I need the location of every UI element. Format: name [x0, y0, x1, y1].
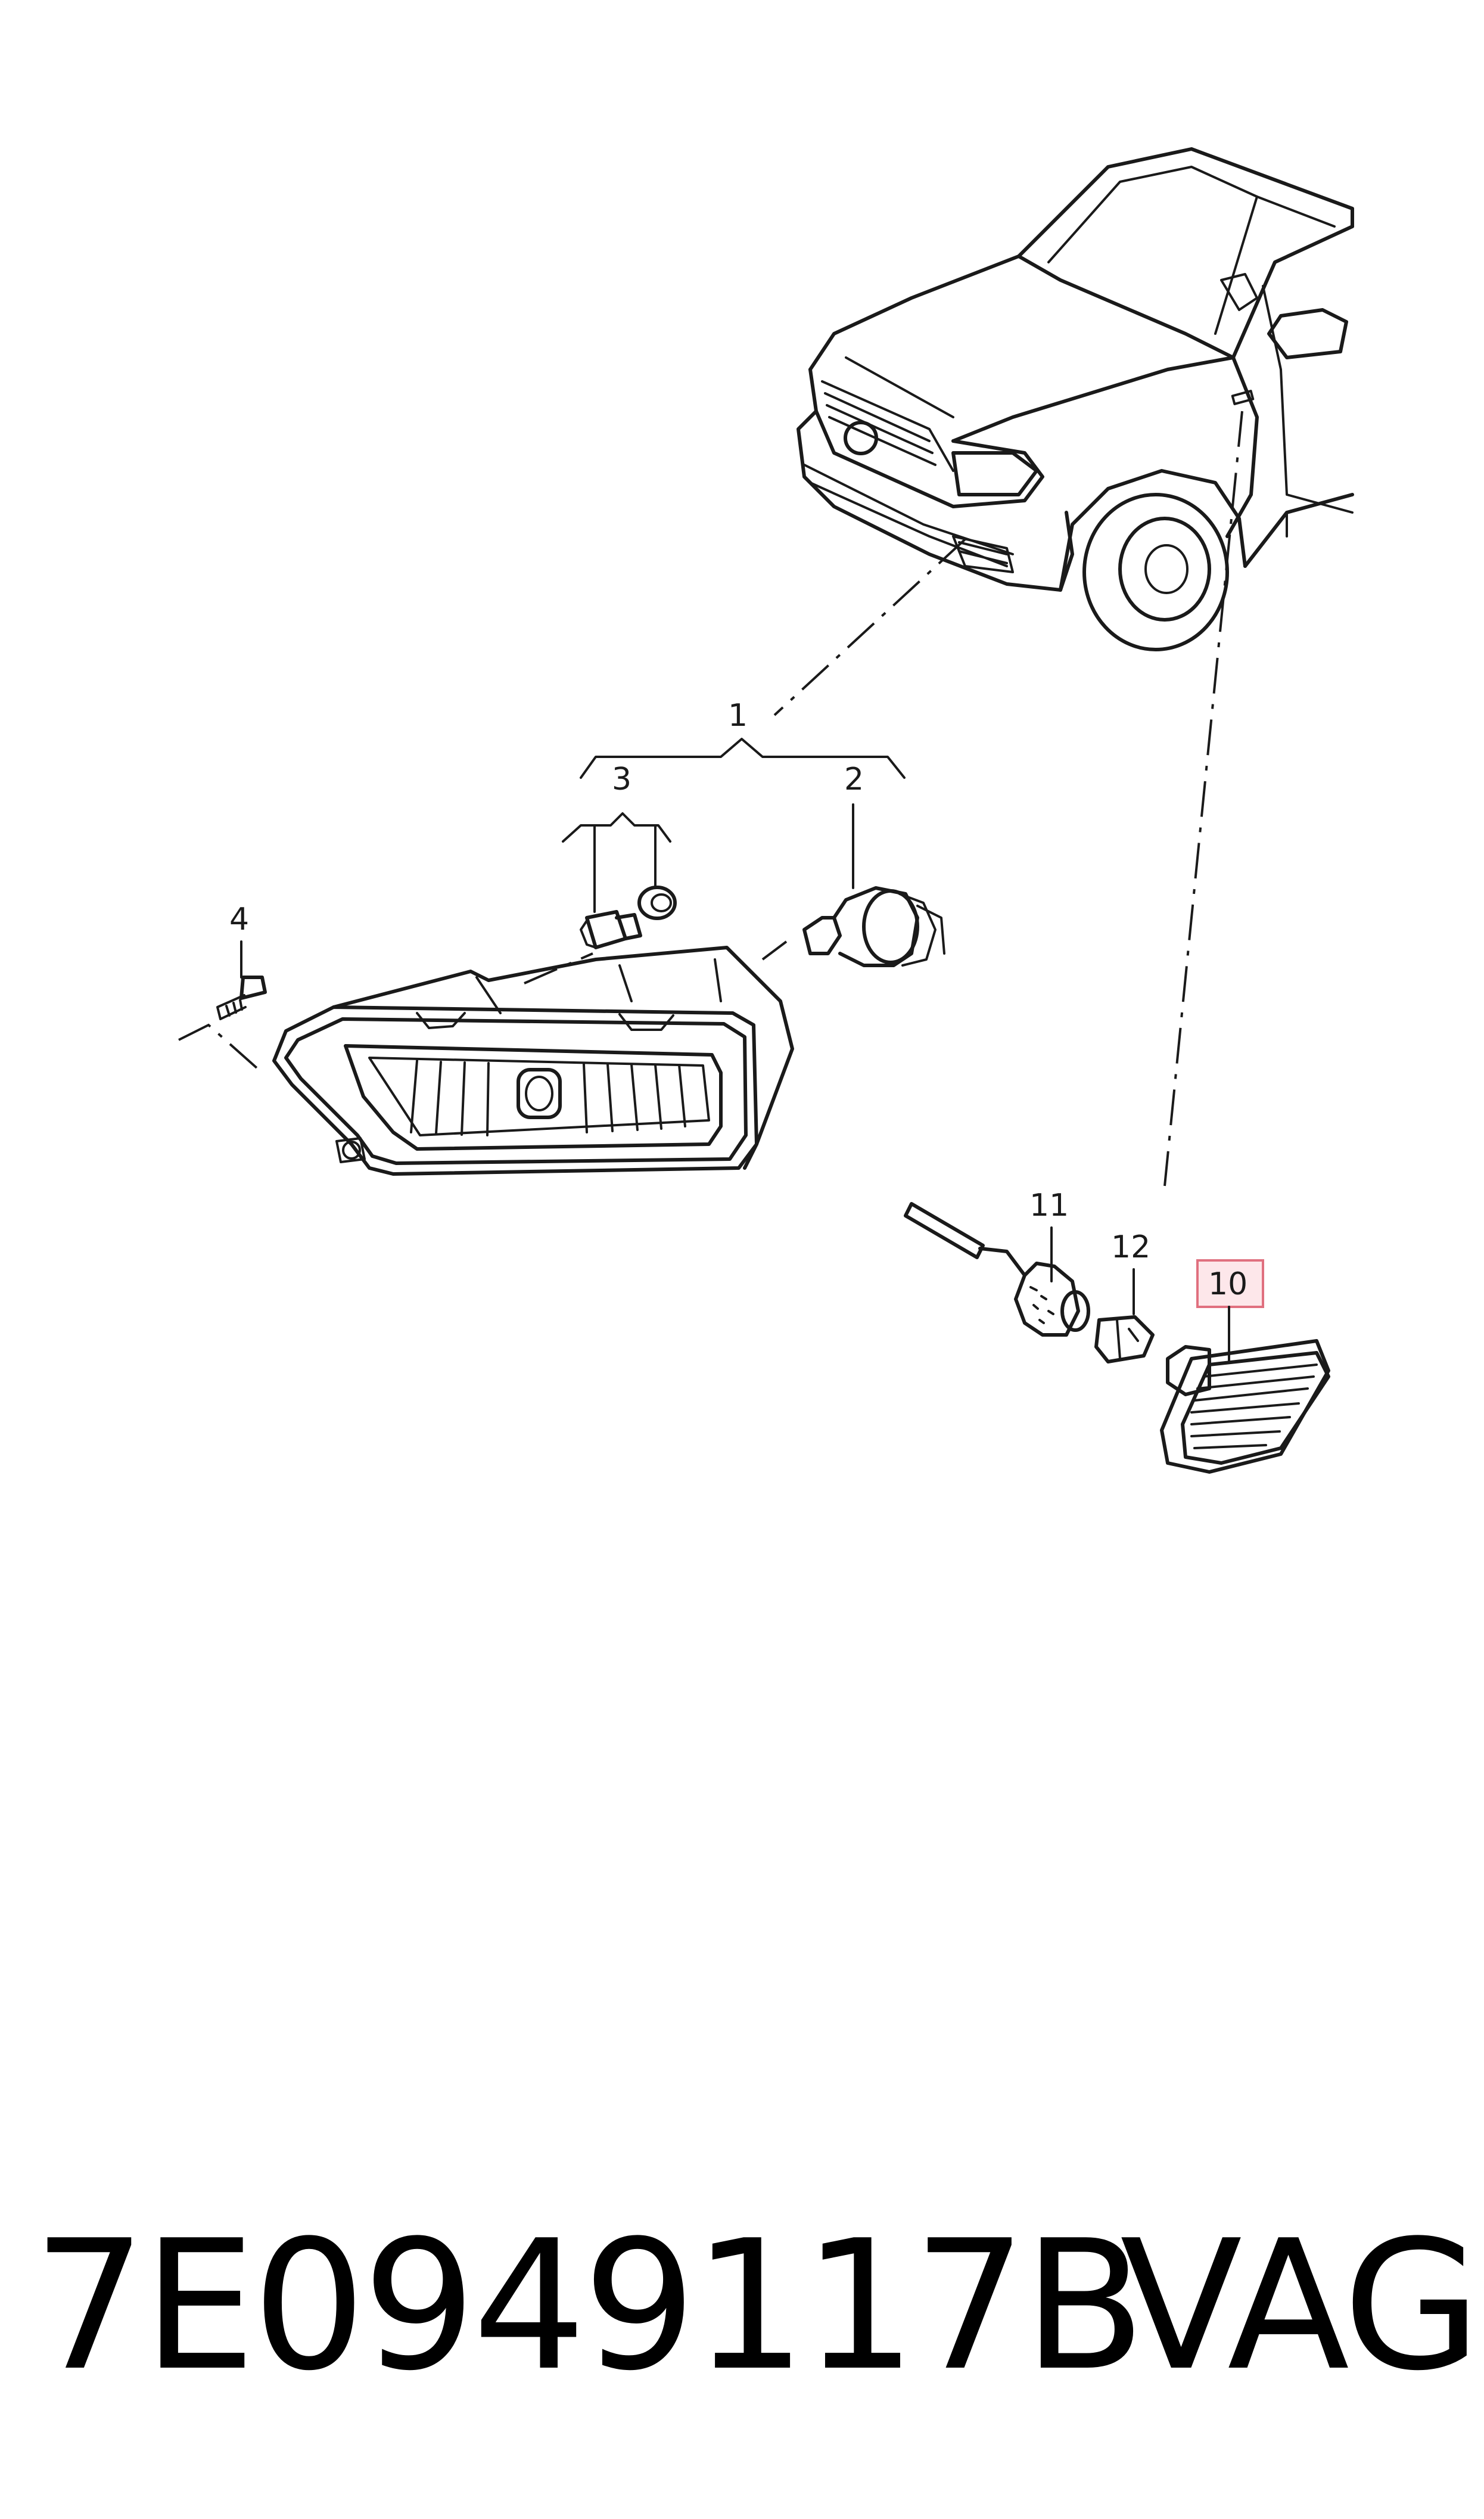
callout-3: 3: [562, 762, 671, 913]
side-marker-light-part: [1160, 1339, 1330, 1474]
brand-text: VAG: [1120, 2202, 1481, 2410]
callout-label-11: 11: [1029, 1188, 1069, 1223]
callout-12: 12: [1111, 1229, 1150, 1315]
callout-1: 1: [580, 698, 906, 779]
callout-label-12: 12: [1111, 1229, 1150, 1265]
wiring-socket-part: [904, 1202, 1090, 1337]
leader-screw: [178, 1023, 263, 1074]
fog-light-housing: [272, 946, 794, 1176]
callout-label-2: 2: [844, 762, 864, 797]
fog-bulb-part: [802, 886, 945, 967]
part-number-text: 7E0949117B: [33, 2202, 1146, 2410]
bulb-holder-part: [580, 910, 642, 949]
leader-socket: [524, 952, 593, 984]
screw-part: [216, 976, 267, 1020]
callout-label-1: 1: [728, 698, 748, 734]
leader-fog-light: [773, 538, 966, 716]
callout-4: 4: [229, 902, 249, 979]
callout-label-4: 4: [229, 902, 249, 937]
callout-label-10: 10: [1208, 1266, 1247, 1302]
callout-label-3: 3: [612, 762, 631, 797]
callout-highlight-box: [1196, 1259, 1264, 1308]
callout-10: 10: [1196, 1259, 1264, 1363]
vehicle-illustration: [797, 147, 1354, 651]
parts-diagram: 1 3 2 4: [178, 147, 1354, 1474]
seal-ring-part: [637, 886, 677, 920]
callout-11: 11: [1029, 1188, 1069, 1282]
callout-2: 2: [844, 762, 864, 889]
wedge-bulb-part: [1094, 1315, 1155, 1363]
leader-side-marker: [1163, 411, 1243, 1186]
leader-bulb: [761, 940, 788, 961]
